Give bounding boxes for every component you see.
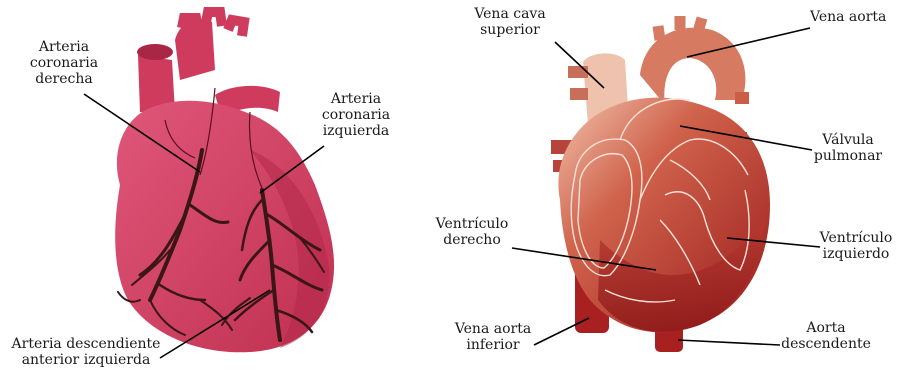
label-aorta: Vena aorta (810, 9, 886, 25)
vessel-stub (735, 92, 749, 104)
label-superior-vena-cava: Vena cava superior (465, 6, 555, 38)
label-left-ventricle: Ventrículo izquierdo (816, 230, 896, 262)
label-right-ventricle: Ventrículo derecho (432, 216, 512, 248)
label-right-coronary-artery: Arteria coronaria derecha (24, 39, 104, 87)
label-left-anterior-descending-artery: Arteria descendiente anterior izquierda (6, 336, 166, 368)
right-heart (551, 16, 770, 352)
vessel-stub (568, 66, 588, 78)
label-inferior-vena-cava: Vena aorta inferior (451, 321, 535, 353)
label-left-coronary-artery: Arteria coronaria izquierda (316, 91, 396, 139)
label-descending-aorta: Aorta descendente (780, 320, 872, 352)
leader-descending-aorta (678, 340, 780, 345)
label-pulmonary-valve: Válvula pulmonar (810, 132, 886, 164)
vessel-stub (570, 88, 588, 100)
left-heart (115, 12, 334, 352)
vessel-opening (137, 44, 173, 60)
